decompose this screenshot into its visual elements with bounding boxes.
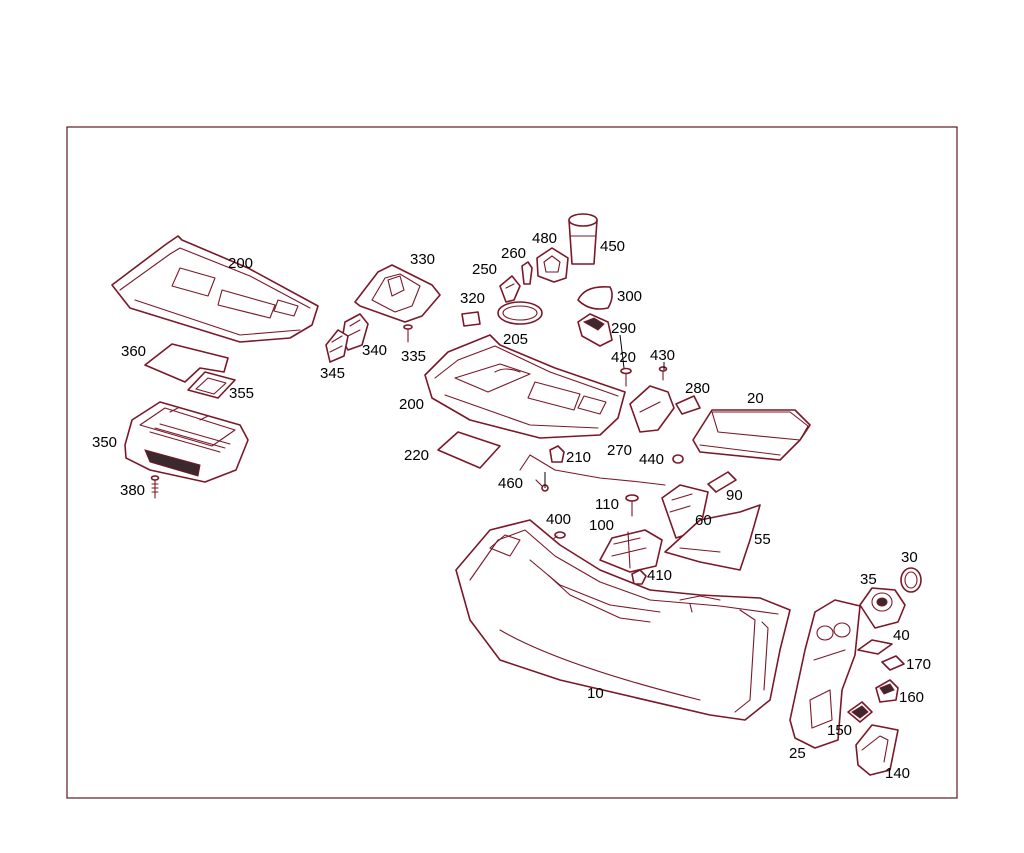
part-350-module	[124, 401, 249, 483]
label-480: 480	[532, 230, 557, 247]
part-220	[437, 431, 501, 469]
part-140	[855, 724, 899, 776]
part-410-nut	[631, 569, 647, 585]
part-150	[847, 701, 873, 723]
label-55: 55	[754, 531, 771, 548]
part-335-screw	[403, 324, 413, 343]
part-40	[857, 639, 893, 655]
part-440	[672, 454, 684, 464]
part-170	[881, 655, 905, 671]
label-260: 260	[501, 245, 526, 262]
part-400	[551, 531, 566, 541]
part-380-screw	[150, 475, 160, 499]
part-10-console	[455, 519, 791, 721]
part-200-main-trim	[424, 334, 626, 439]
diagram-frame	[66, 126, 958, 799]
label-170: 170	[906, 656, 931, 673]
part-280	[675, 395, 701, 415]
part-210	[549, 445, 565, 463]
label-460: 460	[498, 475, 523, 492]
label-270: 270	[607, 442, 632, 459]
part-460-wire	[519, 454, 666, 492]
label-250: 250	[472, 261, 497, 278]
part-110-screw	[625, 494, 639, 517]
part-355	[187, 371, 236, 399]
label-60: 60	[695, 512, 712, 529]
label-220: 220	[404, 447, 429, 464]
label-200-upper: 200	[228, 255, 253, 272]
label-200-main: 200	[399, 396, 424, 413]
label-20: 20	[747, 390, 764, 407]
part-30-ring	[900, 567, 922, 593]
label-300: 300	[617, 288, 642, 305]
part-55-panel	[664, 504, 761, 571]
label-10: 10	[587, 685, 604, 702]
label-40: 40	[893, 627, 910, 644]
part-480	[536, 247, 569, 283]
label-150: 150	[827, 722, 852, 739]
label-350: 350	[92, 434, 117, 451]
label-440: 440	[639, 451, 664, 468]
label-360: 360	[121, 343, 146, 360]
label-160: 160	[899, 689, 924, 706]
label-340: 340	[362, 342, 387, 359]
label-100: 100	[589, 517, 614, 534]
part-300	[577, 285, 613, 310]
label-280: 280	[685, 380, 710, 397]
label-25: 25	[789, 745, 806, 762]
leader-lines	[544, 334, 665, 488]
label-30: 30	[901, 549, 918, 566]
part-200-upper-trim	[111, 235, 319, 343]
label-410: 410	[647, 567, 672, 584]
label-210: 210	[566, 449, 591, 466]
part-330	[354, 264, 441, 323]
part-320	[461, 311, 481, 327]
label-345: 345	[320, 365, 345, 382]
label-430: 430	[650, 347, 675, 364]
label-400: 400	[546, 511, 571, 528]
part-260	[521, 261, 533, 285]
label-320: 320	[460, 290, 485, 307]
label-90: 90	[726, 487, 743, 504]
part-420-screw	[620, 367, 632, 387]
callout-labels: 200 330 480 450 260 250 320 300 205 290 …	[92, 230, 931, 782]
label-330: 330	[410, 251, 435, 268]
part-100-bracket	[599, 529, 663, 573]
part-160	[875, 679, 899, 703]
label-205: 205	[503, 331, 528, 348]
part-270	[629, 385, 675, 433]
label-35: 35	[860, 571, 877, 588]
part-450-cup	[568, 213, 598, 265]
label-290: 290	[611, 320, 636, 337]
part-290	[577, 313, 613, 347]
label-355: 355	[229, 385, 254, 402]
part-25-panel	[789, 599, 861, 749]
label-420: 420	[611, 349, 636, 366]
part-35-outlet	[859, 587, 906, 629]
part-90	[707, 471, 737, 493]
label-140: 140	[885, 765, 910, 782]
part-20-armrest	[692, 409, 811, 461]
label-380: 380	[120, 482, 145, 499]
part-360	[144, 343, 229, 383]
part-205	[497, 301, 543, 325]
part-345	[325, 329, 349, 363]
part-250	[499, 275, 521, 303]
label-110: 110	[595, 496, 619, 513]
label-450: 450	[600, 238, 625, 255]
label-335: 335	[401, 348, 426, 365]
part-430-screw	[658, 366, 668, 381]
